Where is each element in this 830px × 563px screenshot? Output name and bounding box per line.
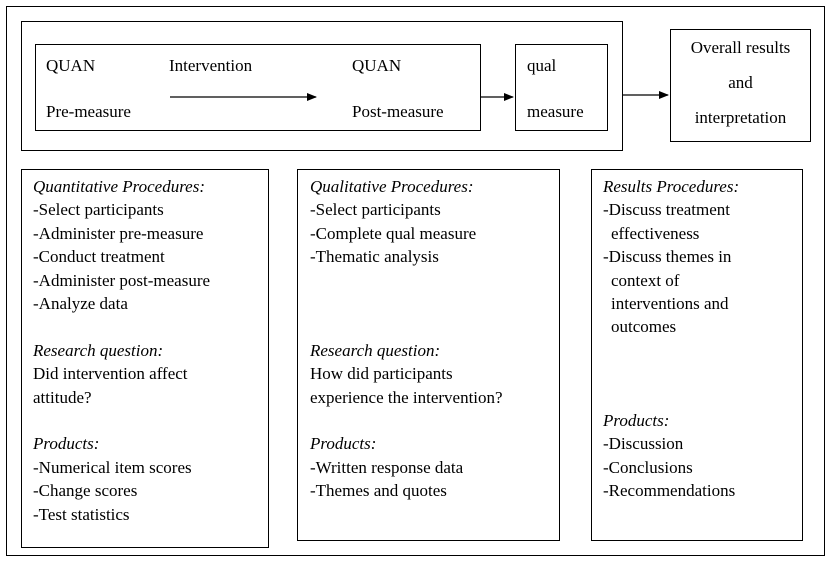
quan-post-label: QUAN [352, 56, 402, 75]
results-procedure-line: -Discuss treatment [603, 200, 730, 220]
quant-procedure-item: -Select participants [33, 200, 164, 220]
overall-results-line-1: Overall results [690, 38, 791, 57]
quant-product-item: -Test statistics [33, 504, 130, 524]
qualitative-column-box [297, 169, 560, 541]
results-procedure-line: context of [611, 270, 680, 290]
results-product-item: -Discussion [603, 434, 684, 454]
qual-procedure-item: -Thematic analysis [310, 247, 439, 267]
quantitative-column: Quantitative Procedures: -Select partici… [33, 175, 210, 526]
quant-question-line: attitude? [33, 387, 92, 407]
overall-results-box [670, 29, 811, 142]
quant-product-item: -Numerical item scores [33, 457, 192, 477]
overall-results-line-3: interpretation [694, 108, 787, 127]
qual-procedure-item: -Select participants [310, 200, 441, 220]
quant-products-title: Products: [33, 434, 100, 454]
qual-phase-box [515, 44, 608, 131]
qual-label: qual [527, 56, 557, 75]
results-procedure-line: -Discuss themes in [603, 247, 732, 267]
qual-products-title: Products: [310, 434, 377, 454]
results-column: Results Procedures: -Discuss treatment e… [603, 175, 739, 503]
qual-question-line: How did participants [310, 364, 453, 384]
qual-measure-label: measure [527, 102, 584, 121]
results-procedure-line: effectiveness [611, 223, 700, 243]
quant-procedure-item: -Administer pre-measure [33, 223, 204, 243]
quant-procedure-item: -Analyze data [33, 294, 128, 314]
quant-question-title: Research question: [33, 340, 164, 360]
overall-results-line-2: and [728, 73, 753, 92]
quan-phase-box [35, 44, 481, 131]
quant-procedure-item: -Administer post-measure [33, 270, 211, 290]
results-procedure-line: interventions and [611, 294, 729, 314]
qual-question-line: experience the intervention? [310, 387, 503, 407]
quant-product-item: -Change scores [33, 481, 138, 501]
quant-procedure-item: -Conduct treatment [33, 247, 165, 267]
results-procedure-line: outcomes [611, 317, 677, 337]
qual-procedure-item: -Complete qual measure [310, 223, 477, 243]
results-product-item: -Recommendations [603, 481, 736, 501]
quan-pre-label: QUAN [46, 56, 96, 75]
results-procedures-title: Results Procedures: [603, 177, 740, 196]
qual-product-item: -Written response data [310, 457, 464, 477]
quantitative-column-box [21, 169, 269, 548]
results-products-title: Products: [603, 411, 670, 431]
intervention-label: Intervention [169, 56, 253, 75]
pre-measure-label: Pre-measure [46, 102, 131, 121]
quant-procedures-title: Quantitative Procedures: [33, 177, 206, 196]
quant-question-line: Did intervention affect [33, 364, 188, 384]
qual-procedures-title: Qualitative Procedures: [310, 177, 474, 196]
post-measure-label: Post-measure [352, 102, 444, 121]
qualitative-column: Qualitative Procedures: -Select particip… [310, 175, 503, 503]
results-column-box [591, 169, 803, 541]
qual-product-item: -Themes and quotes [310, 481, 447, 501]
results-product-item: -Conclusions [603, 457, 693, 477]
qual-question-title: Research question: [310, 340, 441, 360]
